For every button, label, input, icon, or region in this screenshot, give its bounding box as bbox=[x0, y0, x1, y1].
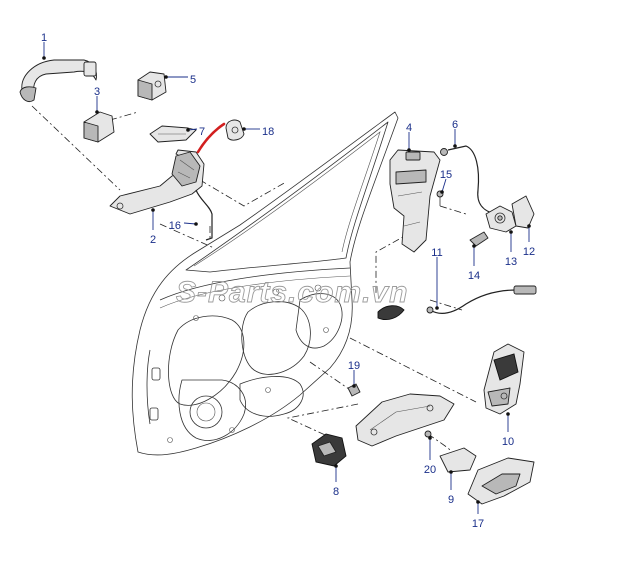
front-door-inner-panel bbox=[131, 111, 399, 456]
callout-18: 18 bbox=[242, 126, 274, 138]
latch-assembly bbox=[485, 205, 517, 233]
callout-2: 2 bbox=[150, 208, 156, 246]
outside-door-handle bbox=[19, 59, 97, 103]
callout-leader-dot bbox=[440, 190, 444, 194]
handle-gasket bbox=[149, 125, 197, 143]
callout-number: 6 bbox=[452, 119, 458, 131]
clip-14 bbox=[469, 231, 489, 247]
latch-cover-plate bbox=[511, 195, 535, 229]
callout-number: 17 bbox=[472, 518, 484, 530]
lock-cable bbox=[426, 285, 537, 314]
callout-leader-dot bbox=[194, 222, 198, 226]
callout-number: 2 bbox=[150, 234, 156, 246]
callout-number: 8 bbox=[333, 486, 339, 498]
callout-number: 3 bbox=[94, 86, 100, 98]
control-rod bbox=[195, 189, 213, 241]
callout-number: 9 bbox=[448, 494, 454, 506]
callout-number: 5 bbox=[190, 74, 196, 86]
callout-9: 9 bbox=[448, 470, 454, 506]
callout-4: 4 bbox=[406, 122, 412, 152]
door-lock-actuator bbox=[483, 343, 525, 415]
watermark-logo: S-Parts.com.vn bbox=[176, 276, 408, 309]
callout-leader-dot bbox=[95, 110, 99, 114]
lock-cylinder bbox=[137, 71, 167, 101]
callout-8: 8 bbox=[333, 464, 339, 498]
callout-number: 12 bbox=[523, 246, 535, 258]
callout-leader-dot bbox=[509, 230, 513, 234]
callout-leader-dot bbox=[186, 128, 190, 132]
callout-number: 14 bbox=[468, 270, 480, 282]
callout-leader-dot bbox=[151, 208, 155, 212]
callout-10: 10 bbox=[502, 412, 514, 448]
callout-12: 12 bbox=[523, 224, 535, 258]
callout-leader-dot bbox=[476, 500, 480, 504]
inside-handle-bezel bbox=[439, 447, 477, 473]
inside-door-handle bbox=[467, 457, 535, 505]
callout-leader-dot bbox=[164, 75, 168, 79]
callout-number: 18 bbox=[262, 126, 274, 138]
callout-number: 11 bbox=[431, 247, 442, 259]
callout-leader-dot bbox=[428, 436, 432, 440]
callout-number: 20 bbox=[424, 464, 436, 476]
handle-pad bbox=[225, 119, 245, 141]
callout-16: 16 bbox=[169, 220, 198, 232]
callout-leader-dot bbox=[352, 384, 356, 388]
callout-leader-dot bbox=[42, 56, 46, 60]
callout-leader-dot bbox=[242, 127, 246, 131]
callout-number: 10 bbox=[502, 436, 514, 448]
callout-1: 1 bbox=[41, 32, 47, 60]
callout-15: 15 bbox=[440, 169, 452, 194]
callout-leader-dot bbox=[527, 224, 531, 228]
callout-3: 3 bbox=[94, 86, 100, 114]
window-switch bbox=[311, 433, 347, 467]
callout-number: 16 bbox=[169, 220, 181, 232]
inner-handle-link bbox=[377, 305, 405, 321]
callout-5: 5 bbox=[164, 74, 196, 86]
interior-handle-bracket bbox=[355, 393, 455, 447]
callout-leader-dot bbox=[407, 148, 411, 152]
callout-14: 14 bbox=[468, 244, 480, 282]
callout-leader-dot bbox=[449, 470, 453, 474]
callout-leader-dot bbox=[472, 244, 476, 248]
outside-handle-frame bbox=[109, 149, 205, 215]
callout-number: 19 bbox=[348, 360, 360, 372]
callout-number: 7 bbox=[199, 126, 205, 138]
handle-cap bbox=[83, 111, 115, 143]
callout-leader-dot bbox=[334, 464, 338, 468]
door-check-bolt-and-cable bbox=[440, 145, 497, 215]
callout-20: 20 bbox=[424, 436, 436, 476]
callout-6: 6 bbox=[452, 119, 458, 148]
callout-leader-dot bbox=[453, 144, 457, 148]
callout-leader-dot bbox=[435, 306, 439, 310]
callout-leader-dot bbox=[506, 412, 510, 416]
callout-number: 13 bbox=[505, 256, 517, 268]
callout-7: 7 bbox=[186, 126, 205, 138]
actuator-rod bbox=[196, 122, 226, 154]
callout-17: 17 bbox=[472, 500, 484, 530]
callout-11: 11 bbox=[431, 247, 443, 310]
callout-number: 4 bbox=[406, 122, 412, 134]
callout-leader-line bbox=[441, 178, 447, 193]
callout-number: 1 bbox=[41, 32, 47, 44]
callout-number: 15 bbox=[440, 169, 452, 181]
callout-19: 19 bbox=[348, 360, 360, 388]
screw-20 bbox=[424, 430, 432, 438]
window-regulator-channel bbox=[389, 149, 441, 253]
callout-leader-line bbox=[183, 222, 197, 225]
callout-13: 13 bbox=[505, 230, 517, 268]
